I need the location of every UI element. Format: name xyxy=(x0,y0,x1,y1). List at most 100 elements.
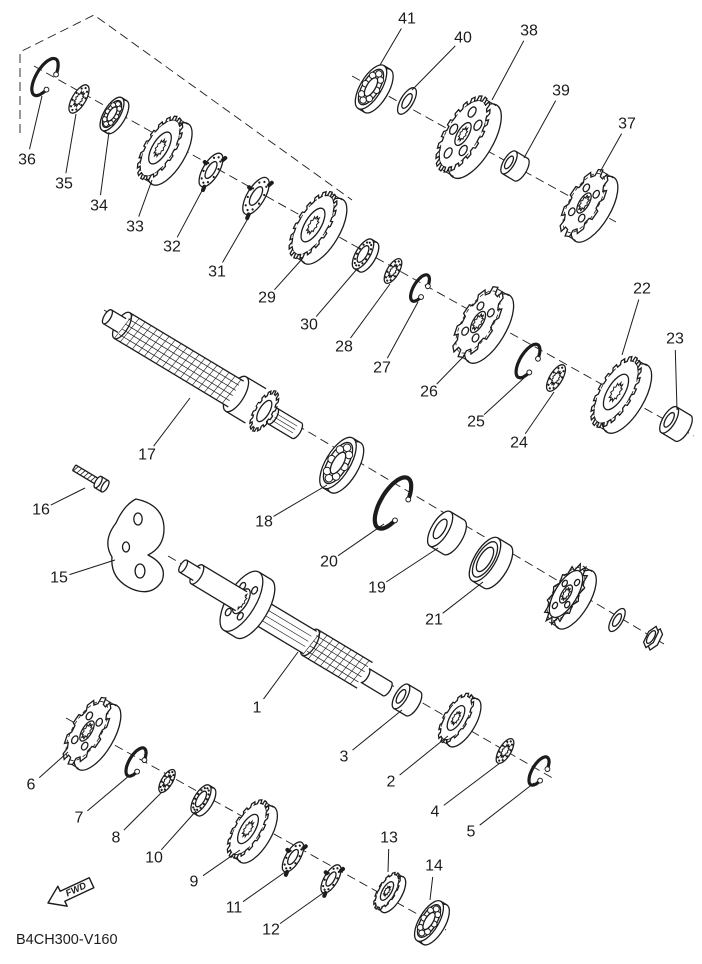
part-number-17[interactable]: 17 xyxy=(138,447,156,464)
part-number-6[interactable]: 6 xyxy=(27,777,36,794)
callout-2: 2 xyxy=(387,735,449,791)
part-number-24[interactable]: 24 xyxy=(510,435,528,452)
callout-24: 24 xyxy=(510,391,555,452)
part-number-18[interactable]: 18 xyxy=(255,514,273,531)
part-14-bearing xyxy=(413,900,451,946)
part-sprocket-dm-sprocket xyxy=(543,562,597,630)
callout-30: 30 xyxy=(300,268,358,334)
part-5-circlip xyxy=(527,755,551,787)
part-number-15[interactable]: 15 xyxy=(50,570,68,587)
part-number-22[interactable]: 22 xyxy=(633,281,651,298)
part-number-26[interactable]: 26 xyxy=(420,384,438,401)
part-number-11[interactable]: 11 xyxy=(226,900,243,917)
part-number-32[interactable]: 32 xyxy=(163,239,181,256)
callout-32: 32 xyxy=(163,186,205,256)
part-number-2[interactable]: 2 xyxy=(387,774,396,791)
callout-4: 4 xyxy=(431,762,501,821)
part-21-seal xyxy=(468,536,514,590)
part-washer-dm-washer xyxy=(608,607,626,633)
construction-guide-line xyxy=(19,14,353,201)
part-36-circlip xyxy=(30,56,60,98)
callout-6: 6 xyxy=(27,751,69,794)
callout-25: 25 xyxy=(467,377,525,431)
callout-15: 15 xyxy=(50,559,116,587)
part-32-tab-washer xyxy=(198,152,228,193)
callout-23: 23 xyxy=(666,331,684,411)
callout-34: 34 xyxy=(90,131,110,215)
part-27-circlip xyxy=(408,273,432,303)
part-9-gear xyxy=(226,799,279,864)
part-number-28[interactable]: 28 xyxy=(335,339,353,356)
callout-7: 7 xyxy=(75,774,131,827)
callout-21: 21 xyxy=(425,581,484,629)
part-number-19[interactable]: 19 xyxy=(368,580,386,597)
callout-29: 29 xyxy=(258,257,304,307)
part-20-circlip-large xyxy=(372,475,414,531)
part-31-tab-washer xyxy=(242,176,274,221)
part-number-35[interactable]: 35 xyxy=(55,176,73,193)
part-number-8[interactable]: 8 xyxy=(112,830,121,847)
part-number-30[interactable]: 30 xyxy=(300,317,318,334)
part-number-7[interactable]: 7 xyxy=(75,810,84,827)
part-number-13[interactable]: 13 xyxy=(380,830,398,847)
part-number-34[interactable]: 34 xyxy=(90,198,108,215)
part-18-bearing xyxy=(319,436,365,494)
part-number-14[interactable]: 14 xyxy=(425,858,443,875)
part-number-37[interactable]: 37 xyxy=(618,116,636,133)
callout-14: 14 xyxy=(425,858,443,901)
part-number-4[interactable]: 4 xyxy=(431,804,440,821)
part-number-10[interactable]: 10 xyxy=(145,850,163,867)
part-number-20[interactable]: 20 xyxy=(320,554,338,571)
part-number-40[interactable]: 40 xyxy=(454,30,472,47)
callout-8: 8 xyxy=(112,791,163,847)
part-number-1[interactable]: 1 xyxy=(253,700,262,717)
callout-20: 20 xyxy=(320,523,385,571)
part-4-splined-washer xyxy=(495,737,515,765)
part-28-splined-washer xyxy=(383,257,403,285)
part-number-41[interactable]: 41 xyxy=(398,11,416,28)
fwd-arrow-shape xyxy=(47,877,95,907)
callout-41: 41 xyxy=(379,11,416,66)
part-17-shaft-main xyxy=(101,309,304,440)
part-number-31[interactable]: 31 xyxy=(208,264,226,281)
part-6-dog-gear xyxy=(62,696,122,771)
callout-35: 35 xyxy=(55,113,77,193)
callout-26: 26 xyxy=(420,354,466,401)
callout-37: 37 xyxy=(599,116,636,173)
part-41-bearing xyxy=(354,64,394,114)
part-number-9[interactable]: 9 xyxy=(190,874,199,891)
part-number-38[interactable]: 38 xyxy=(520,23,538,40)
part-number-27[interactable]: 27 xyxy=(373,360,391,377)
part-number-33[interactable]: 33 xyxy=(126,219,144,236)
part-number-5[interactable]: 5 xyxy=(467,824,476,841)
part-10-needle-bearing xyxy=(190,784,217,817)
part-7-circlip xyxy=(124,746,148,778)
callout-11: 11 xyxy=(226,869,289,917)
part-12-tab-washer xyxy=(320,864,346,898)
callout-1: 1 xyxy=(253,651,299,717)
part-11-tab-washer xyxy=(281,841,308,877)
part-number-21[interactable]: 21 xyxy=(425,612,443,629)
callout-3: 3 xyxy=(340,709,403,766)
part-number-36[interactable]: 36 xyxy=(18,152,36,169)
part-24-splined-washer xyxy=(545,364,567,392)
part-number-23[interactable]: 23 xyxy=(666,331,684,348)
callout-18: 18 xyxy=(255,484,328,531)
callout-12: 12 xyxy=(262,890,327,939)
part-13-gear xyxy=(373,871,407,914)
part-37-dog-gear xyxy=(559,168,619,243)
part-39-bushing xyxy=(500,150,530,182)
part-number-25[interactable]: 25 xyxy=(467,414,485,431)
part-23-bushing xyxy=(659,405,693,443)
part-number-29[interactable]: 29 xyxy=(258,290,276,307)
part-25-circlip xyxy=(514,342,542,380)
part-number-16[interactable]: 16 xyxy=(32,502,50,519)
callout-33: 33 xyxy=(126,179,153,236)
fwd-arrow: FWD xyxy=(47,877,95,907)
part-nut-dm-nut xyxy=(642,625,664,652)
part-number-39[interactable]: 39 xyxy=(552,83,570,100)
part-number-3[interactable]: 3 xyxy=(340,749,349,766)
callout-19: 19 xyxy=(368,547,439,597)
part-number-12[interactable]: 12 xyxy=(262,922,280,939)
